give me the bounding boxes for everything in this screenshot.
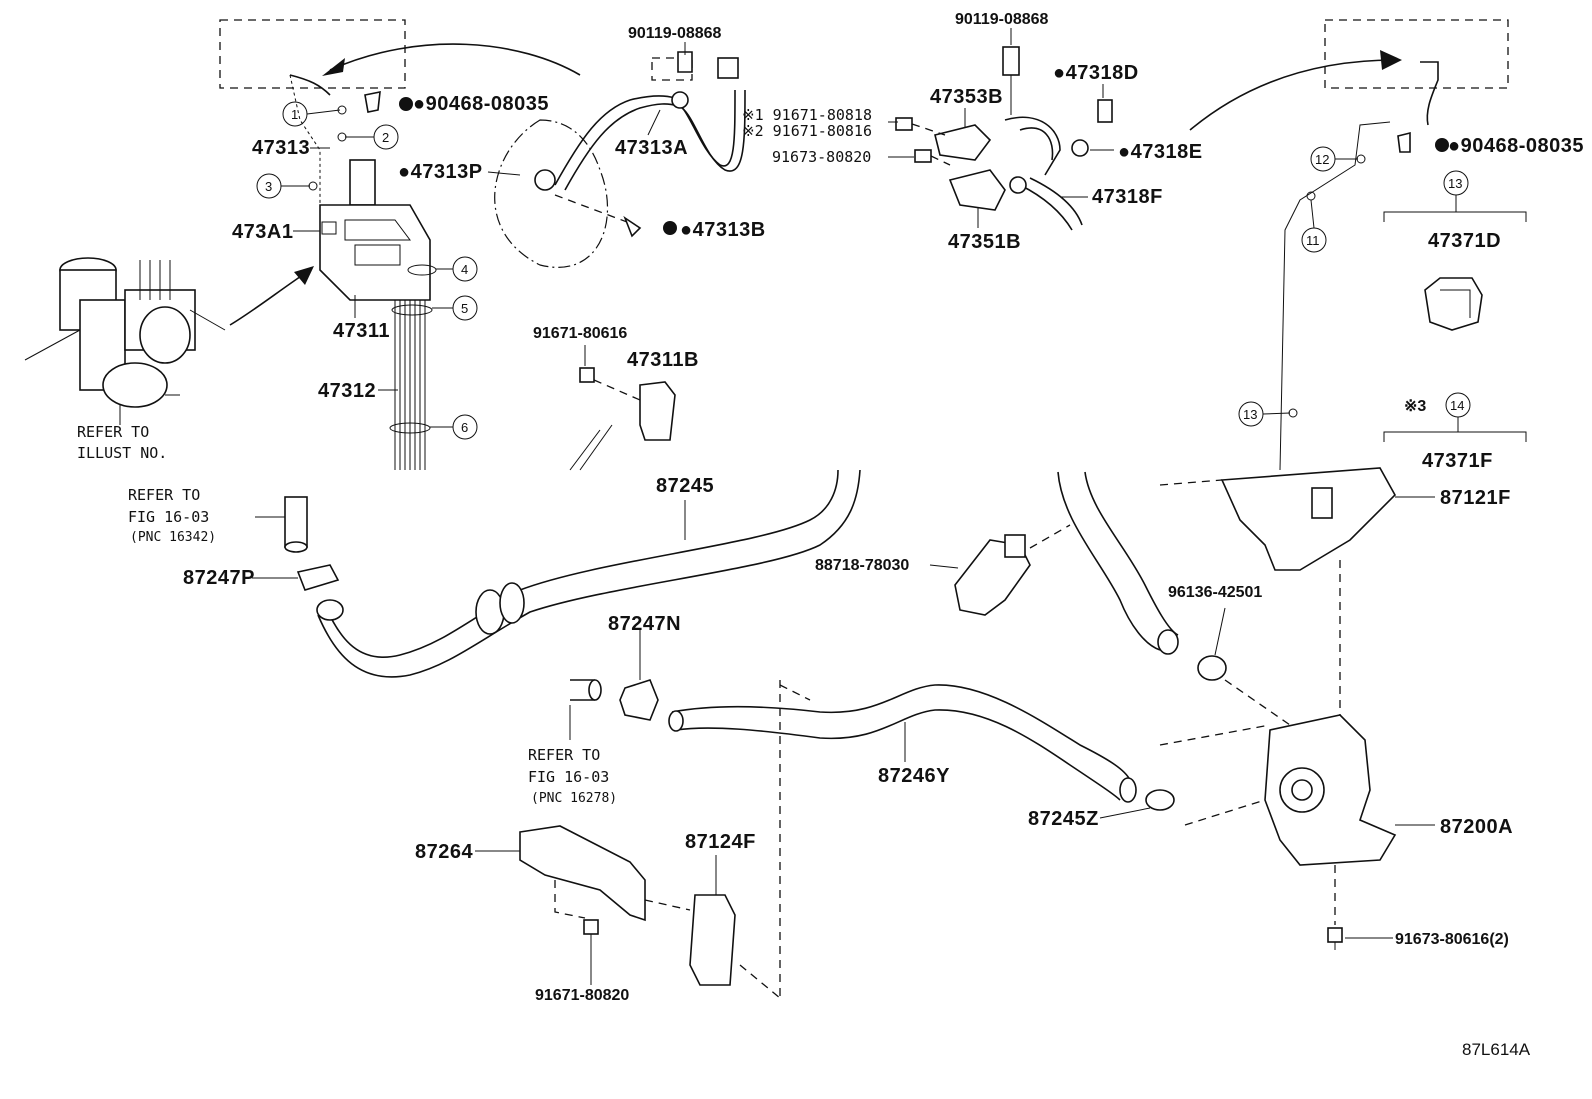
label-87247P: 87247P — [183, 567, 255, 589]
label-47312: 47312 — [318, 380, 376, 402]
sensor-88718 — [929, 524, 1071, 616]
callout-12: 12 — [1310, 146, 1366, 172]
ref-illust-line1: REFER TO — [77, 423, 149, 441]
valve-assembly — [24, 257, 314, 425]
bracket-47311b — [569, 367, 676, 471]
label-87246Y: 87246Y — [878, 765, 950, 787]
inset-frame-left — [219, 19, 581, 96]
label-91671-80816: ※2 91671-80816 — [742, 122, 872, 140]
label-473A1: 473A1 — [232, 221, 293, 243]
label-47311: 47311 — [333, 320, 390, 342]
label-88718-78030: 88718-78030 — [815, 557, 909, 574]
ref-fig1-line1: REFER TO — [128, 486, 200, 504]
ref-fig1-line2: FIG 16-03 — [128, 508, 209, 526]
inset-frame-right — [1189, 19, 1509, 471]
svg-text:※3: ※3 — [1404, 398, 1426, 415]
label-47311B: 47311B — [627, 349, 699, 371]
ref-fig2-line3: (PNC 16278) — [531, 791, 617, 806]
label-47318D: ●47318D — [1053, 62, 1139, 84]
label-91671-80818: ※1 91671-80818 — [742, 106, 872, 124]
callout-6: 6 — [430, 414, 478, 440]
label-90468-08035-b: ●90468-08035 — [1448, 135, 1584, 157]
label-96136-42501: 96136-42501 — [1168, 584, 1262, 601]
svg-text:6: 6 — [461, 420, 468, 435]
wire-harness — [289, 74, 437, 470]
callout-13-a: 13 — [1238, 401, 1298, 427]
diagram-id: 87L614A — [1462, 1040, 1531, 1059]
clamp-87245z — [1099, 789, 1175, 819]
svg-text:3: 3 — [265, 179, 272, 194]
svg-text:14: 14 — [1450, 398, 1464, 413]
bracket-87121f — [1159, 467, 1435, 720]
callout-1: 1 — [282, 101, 347, 127]
ref-illust-line2: ILLUST NO. — [77, 444, 167, 462]
label-47313B: ●47313B — [680, 219, 766, 241]
svg-text:2: 2 — [382, 130, 389, 145]
callout-4: 4 — [436, 256, 478, 282]
ref-fig1-line3: (PNC 16342) — [130, 530, 216, 545]
hose-right-upper — [1057, 471, 1179, 655]
label-91673-80820: 91673-80820 — [772, 148, 871, 166]
label-90119-08868-a: 90119-08868 — [628, 25, 722, 42]
clip-90468-right — [1397, 131, 1449, 153]
label-87245: 87245 — [656, 475, 714, 497]
divider-dashed — [739, 680, 811, 999]
label-47371F: 47371F — [1422, 450, 1493, 472]
svg-text:13: 13 — [1448, 176, 1462, 191]
hose-87246y — [668, 684, 1137, 803]
svg-text:5: 5 — [461, 301, 468, 316]
callout-5: 5 — [432, 295, 478, 321]
label-47351B: 47351B — [948, 231, 1021, 253]
clip-87124f — [689, 855, 736, 986]
label-91671-80616: 91671-80616 — [533, 325, 627, 342]
pipe-refer-top — [255, 496, 308, 553]
clamp-87247p — [296, 564, 340, 591]
pipe-47313a — [494, 51, 746, 268]
label-87124F: 87124F — [685, 831, 756, 853]
clamp-87247n — [619, 630, 659, 721]
hose-87245 — [316, 469, 861, 678]
svg-text:1: 1 — [291, 107, 298, 122]
hose-stub-refer — [569, 679, 602, 740]
clamp-96136 — [1197, 607, 1227, 681]
svg-text:12: 12 — [1315, 152, 1329, 167]
svg-text:11: 11 — [1306, 233, 1320, 248]
label-91673-80616: 91673-80616(2) — [1395, 931, 1509, 948]
label-47313A: 47313A — [615, 137, 688, 159]
clip-47371d: 13 — [1383, 170, 1527, 331]
label-47313: 47313 — [252, 137, 310, 159]
label-90119-08868-b: 90119-08868 — [955, 11, 1049, 28]
label-91671-80820: 91671-80820 — [535, 987, 629, 1004]
label-87247N: 87247N — [608, 613, 681, 635]
label-47313P: ●47313P — [398, 161, 483, 183]
label-90468-08035-a: ●90468-08035 — [413, 93, 549, 115]
label-87121F: 87121F — [1440, 487, 1511, 509]
label-87264: 87264 — [415, 841, 473, 863]
svg-text:4: 4 — [461, 262, 468, 277]
ref-fig2-line2: FIG 16-03 — [528, 768, 609, 786]
callout-2: 2 — [337, 124, 399, 150]
callout-3: 3 — [256, 173, 318, 199]
bolt-91673-80616 — [1327, 927, 1393, 950]
label-47318E: ●47318E — [1118, 141, 1203, 163]
clip-47371f: ※3 14 — [1383, 392, 1527, 442]
svg-text:13: 13 — [1243, 407, 1257, 422]
clip-90468-left — [364, 91, 413, 113]
bracket-47353b — [895, 46, 1113, 231]
label-47353B: 47353B — [930, 86, 1003, 108]
label-87200A: 87200A — [1440, 816, 1513, 838]
label-47371D: 47371D — [1428, 230, 1501, 252]
pump-87200a — [1159, 679, 1435, 925]
label-47318F: 47318F — [1092, 186, 1163, 208]
label-87245Z: 87245Z — [1028, 808, 1099, 830]
bracket-87264 — [475, 825, 691, 985]
ref-fig2-line1: REFER TO — [528, 746, 600, 764]
callout-11: 11 — [1301, 191, 1327, 253]
